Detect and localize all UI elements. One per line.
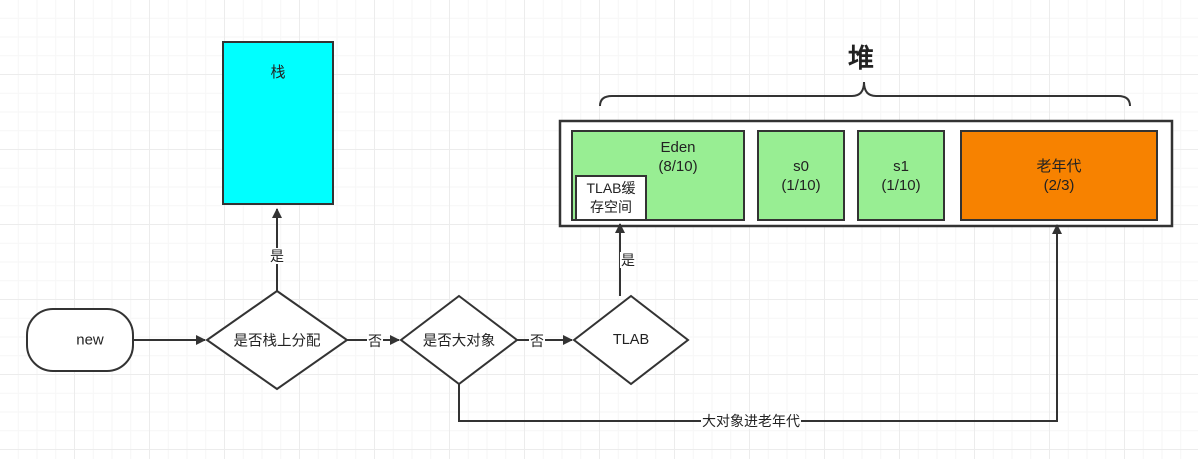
old-gen-label: 老年代 [1036,157,1082,175]
heap-brace [599,81,1131,107]
edge-label-stack-no: 否 [367,333,383,349]
s1-label: s1 [893,157,909,175]
decision-stack-shape[interactable] [205,289,349,391]
heap-title: 堆 [848,44,875,74]
decision-stack-label: 是否栈上分配 [233,333,321,350]
heap-region-old-gen[interactable]: 老年代 (2/3) [960,130,1158,221]
heap-region-s0[interactable]: s0 (1/10) [757,130,845,221]
edge-label-large-no: 否 [529,333,545,349]
decision-large-label: 是否大对象 [422,333,496,350]
edge-label-tlab-yes: 是 [620,252,636,268]
edge-large-to-old [458,224,1062,422]
s0-ratio: (1/10) [781,176,821,194]
heap-region-s1[interactable]: s1 (1/10) [857,130,945,221]
old-gen-ratio: (2/3) [1043,176,1075,194]
edge-label-stack-yes: 是 [269,248,285,264]
tlab-buffer-line1: TLAB缓 [586,180,636,196]
eden-ratio: (8/10) [658,158,698,175]
start-node-label[interactable]: new [76,331,104,349]
stack-label: 栈 [270,64,286,81]
s1-ratio: (1/10) [881,176,921,194]
stack-region[interactable]: 栈 [222,41,334,205]
edge-label-large-to-old: 大对象进老年代 [701,413,801,429]
decision-tlab-label: TLAB [612,332,650,348]
tlab-buffer-line2: 存空间 [590,199,632,215]
tlab-buffer-region[interactable]: TLAB缓 存空间 [575,175,647,221]
s0-label: s0 [793,157,809,175]
eden-label: Eden [660,139,696,156]
decision-tlab-shape[interactable] [572,294,690,386]
